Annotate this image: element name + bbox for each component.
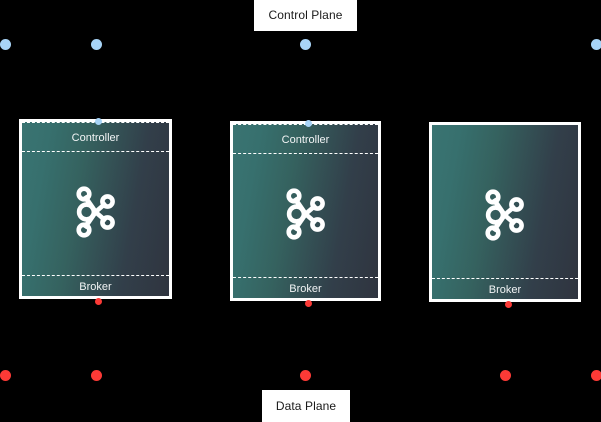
kafka-logo [72,186,118,238]
node-card-3[interactable]: Broker [429,122,581,308]
node-card-1[interactable]: Controller [19,118,172,305]
node-2-controller-divider [233,153,378,154]
control-plane-dot-3[interactable] [300,39,311,50]
node-card-1-body: Controller [22,122,169,297]
control-plane-dot-2[interactable] [91,39,102,50]
node-1-controller-divider [22,151,169,152]
node-3-data-plane-connector[interactable] [505,301,512,308]
node-card-2-body: Controller [233,124,378,299]
node-3-broker-divider [432,278,578,279]
node-card-2[interactable]: Controller [230,120,381,307]
node-1-data-plane-connector[interactable] [95,298,102,305]
node-2-data-plane-connector[interactable] [305,300,312,307]
node-3-broker-label: Broker [488,284,522,296]
node-1-broker-divider [22,275,169,276]
node-2-broker-divider [233,277,378,278]
kafka-logo [481,189,527,241]
node-2-controller-label: Controller [281,134,330,146]
data-plane-dot-1[interactable] [0,370,11,381]
kafka-logo [282,188,328,240]
control-plane-dot-4[interactable] [591,39,601,50]
node-card-3-body: Broker [432,125,578,300]
node-1-controller-label: Controller [71,132,120,144]
data-plane-dot-2[interactable] [91,370,102,381]
data-plane-dot-5[interactable] [591,370,601,381]
node-2-control-plane-connector[interactable] [305,120,312,127]
control-plane-dot-1[interactable] [0,39,11,50]
node-1-broker-label: Broker [79,281,112,293]
node-3-bottom-divider [432,299,578,300]
node-1-bottom-divider [22,296,169,297]
node-2-bottom-divider [233,298,378,299]
node-1-control-plane-connector[interactable] [95,118,102,125]
data-plane-label: Data Plane [262,390,350,422]
node-2-broker-label: Broker [289,283,322,295]
control-plane-label: Control Plane [254,0,357,31]
data-plane-dot-3[interactable] [300,370,311,381]
data-plane-dot-4[interactable] [500,370,511,381]
